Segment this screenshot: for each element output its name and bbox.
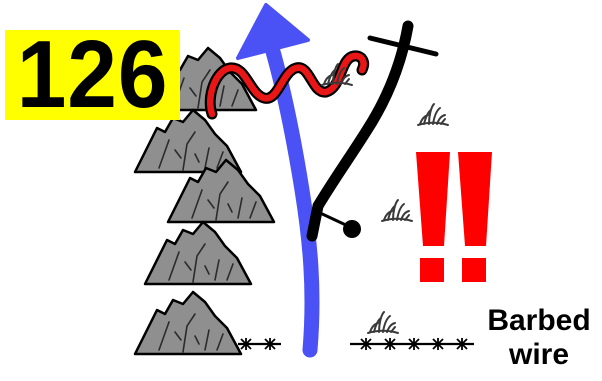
rock-icon (133, 290, 243, 356)
route-arrow-icon (236, 3, 320, 358)
grass-tuft-icon (367, 311, 399, 334)
grass-tuft-icon (381, 199, 413, 222)
lever-icon (306, 20, 439, 242)
barbed-wire-label-line2: wire (508, 338, 570, 371)
barbed-wire-label-line1: Barbed (487, 304, 591, 337)
grass-tuft-icon (417, 103, 449, 126)
diagram-number: 126 (16, 21, 169, 128)
rock-icon (143, 220, 253, 286)
barbed-wire-icon (238, 337, 474, 351)
number-badge: 126 (5, 21, 180, 128)
barbed-wire-label: Barbed wire (474, 304, 602, 372)
exclamation-icon (416, 152, 492, 282)
